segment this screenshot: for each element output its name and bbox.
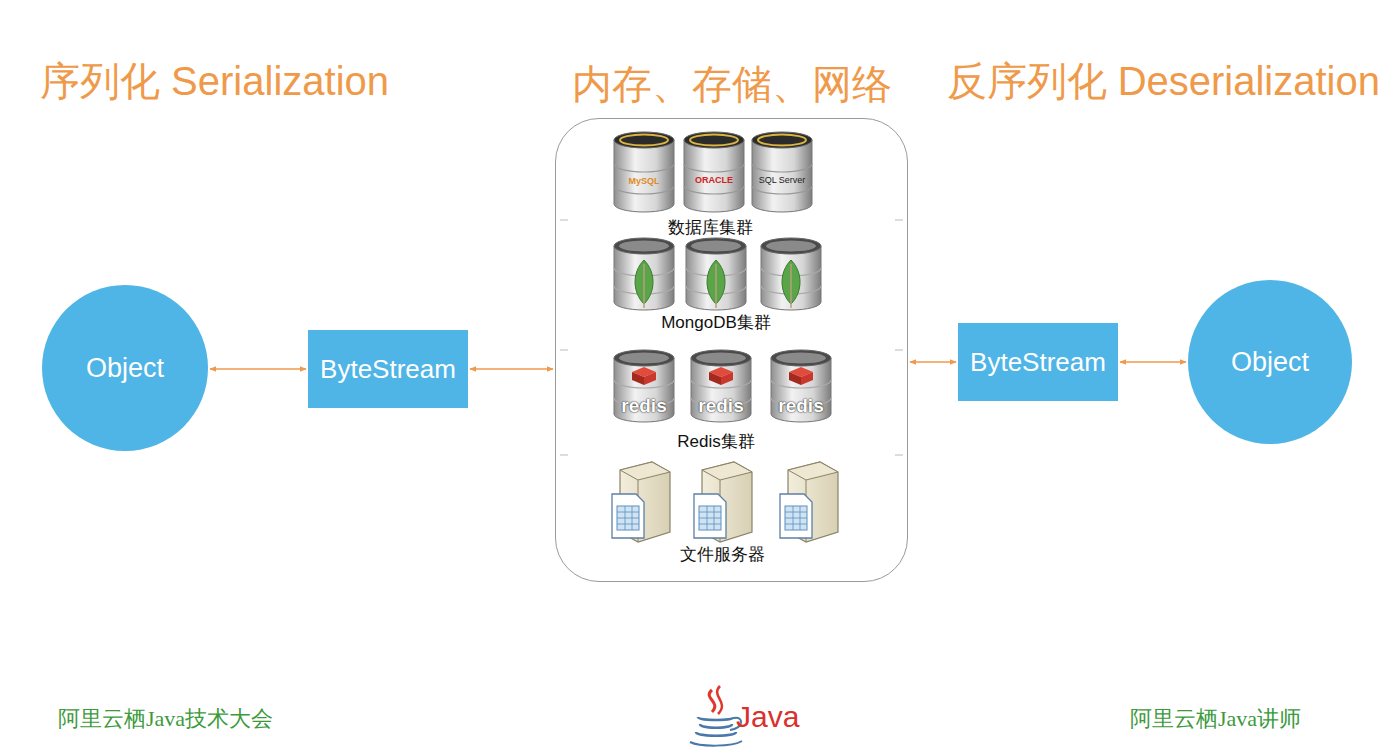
oracle-cylinder xyxy=(684,132,744,212)
connector-arrow xyxy=(1120,361,1186,363)
redis-cylinder xyxy=(614,350,674,422)
file-server xyxy=(612,462,670,542)
mongo-leaf xyxy=(635,260,653,308)
bytestream-box: ByteStream xyxy=(308,330,468,408)
mongo-cylinder xyxy=(614,238,674,310)
cluster-label: MongoDB集群 xyxy=(661,313,771,333)
connector-arrow xyxy=(470,368,553,370)
logo-text: redis xyxy=(698,395,743,417)
redis-cube xyxy=(632,367,656,385)
logo-text: redis xyxy=(621,395,666,417)
file-server-icons xyxy=(612,462,838,542)
node-label: ByteStream xyxy=(320,354,456,385)
redis-cube xyxy=(709,367,733,385)
storage-panel: 内存、存储、网络 xyxy=(555,118,908,582)
cluster-label: 文件服务器 xyxy=(680,545,765,565)
sqlserver-cylinder xyxy=(752,132,812,212)
logo-text: SQL Server xyxy=(759,175,806,185)
cluster-label: Redis集群 xyxy=(677,432,754,452)
redis-cube xyxy=(789,367,813,385)
file-server xyxy=(694,462,752,542)
section-heading: 反序列化 Deserialization xyxy=(947,58,1380,104)
object-circle: Object xyxy=(1188,280,1352,444)
mongo-cylinder xyxy=(686,238,746,310)
mongo-leaf xyxy=(707,260,725,308)
connector-arrow xyxy=(910,361,956,363)
java-cup-logo xyxy=(690,686,742,746)
redis-cylinder xyxy=(771,350,831,422)
logo-text: MySQL xyxy=(628,176,659,186)
footer-text: 阿里云栖Java讲师 xyxy=(1130,706,1301,731)
redis-cylinder xyxy=(691,350,751,422)
panel-heading: 内存、存储、网络 xyxy=(572,57,892,112)
bytestream-box: ByteStream xyxy=(958,323,1118,401)
logo-text: redis xyxy=(778,395,823,417)
cluster-label: 数据库集群 xyxy=(668,218,753,238)
mongo-cylinder xyxy=(761,238,821,310)
footer-text: 阿里云栖Java技术大会 xyxy=(58,706,273,731)
object-circle: Object xyxy=(42,285,208,451)
file-server xyxy=(780,462,838,542)
redis-cluster-icons xyxy=(614,350,831,422)
mongodb-cluster-icons xyxy=(614,238,821,310)
java-logo-text: Java xyxy=(736,700,799,735)
node-label: Object xyxy=(1231,347,1309,378)
connector-arrow xyxy=(210,368,306,370)
node-label: Object xyxy=(86,353,164,384)
panel-side-ticks xyxy=(560,220,903,455)
node-label: ByteStream xyxy=(970,347,1106,378)
mysql-cylinder xyxy=(614,132,674,212)
section-heading: 序列化 Serialization xyxy=(40,58,389,104)
database-cluster-icons xyxy=(614,132,812,212)
mongo-leaf xyxy=(782,260,800,308)
logo-text: ORACLE xyxy=(695,175,733,185)
